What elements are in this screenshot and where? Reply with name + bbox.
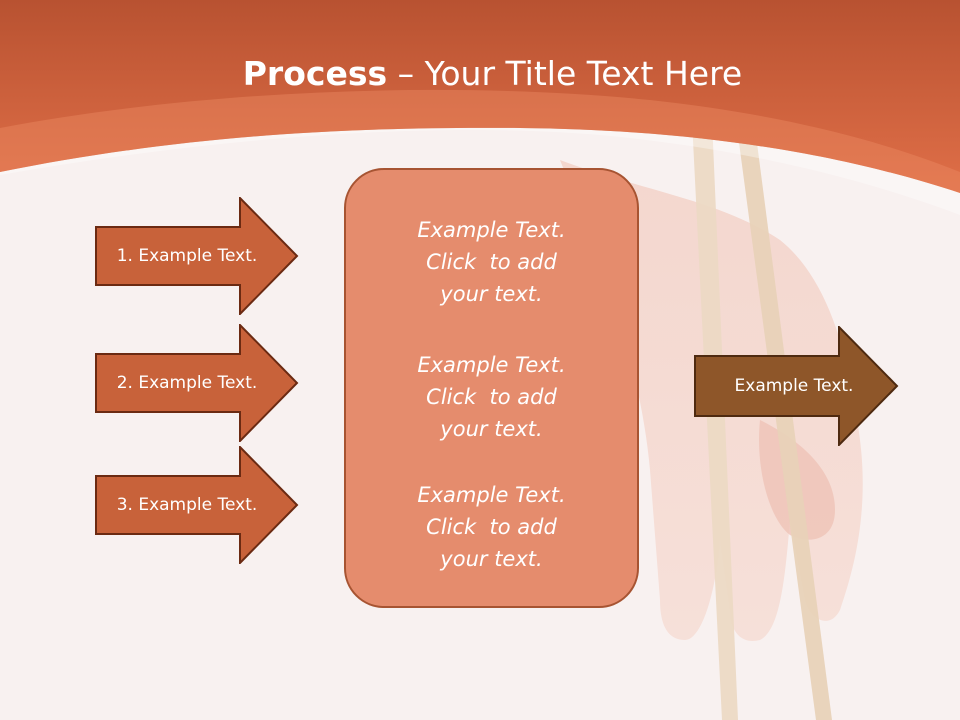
center-text-block: Example Text. Click to add your text.	[346, 479, 637, 575]
header-highlight	[0, 89, 960, 193]
center-text-box[interactable]: Example Text. Click to add your text. Ex…	[344, 168, 639, 608]
arrow-right-icon	[95, 197, 299, 315]
output-label: Example Text.	[734, 376, 854, 396]
chopstick-right	[736, 120, 832, 720]
slide-title[interactable]: Process – Your Title Text Here	[0, 52, 960, 96]
center-line: Click to add	[426, 250, 557, 274]
center-text-block: Example Text. Click to add your text.	[346, 349, 637, 445]
arrow-right-icon	[694, 326, 899, 446]
header-band	[0, 0, 960, 193]
step-arrow-1[interactable]: 1. Example Text.	[95, 197, 300, 315]
step-label: 3. Example Text.	[116, 495, 258, 515]
center-text-block: Example Text. Click to add your text.	[346, 214, 637, 310]
center-line: Click to add	[426, 385, 557, 409]
title-bold: Process	[242, 54, 388, 93]
title-rest: – Your Title Text Here	[387, 54, 743, 93]
arrow-right-icon	[95, 446, 299, 564]
step-arrow-3[interactable]: 3. Example Text.	[95, 446, 300, 564]
step-label: 2. Example Text.	[116, 373, 258, 393]
center-line: Click to add	[426, 515, 557, 539]
step-label: 1. Example Text.	[116, 246, 258, 266]
output-arrow[interactable]: Example Text.	[694, 326, 900, 446]
center-line: Example Text.	[417, 483, 566, 507]
chopstick-left	[692, 120, 738, 720]
center-line: Example Text.	[417, 218, 566, 242]
center-line: your text.	[440, 282, 543, 306]
step-arrow-2[interactable]: 2. Example Text.	[95, 324, 300, 442]
center-line: your text.	[440, 547, 543, 571]
center-line: Example Text.	[417, 353, 566, 377]
arrow-right-icon	[95, 324, 299, 442]
center-line: your text.	[440, 417, 543, 441]
